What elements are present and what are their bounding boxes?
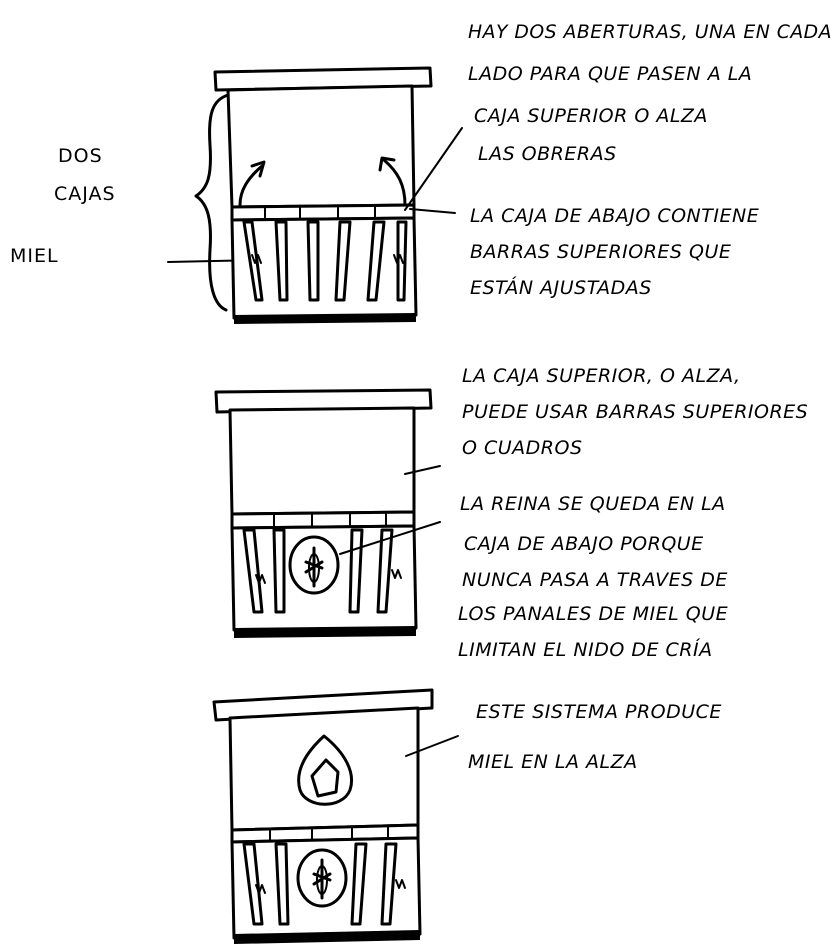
note-line: LA CAJA SUPERIOR, O ALZA, [462,365,740,387]
curly-brace [194,93,230,312]
bee-passage-arrow-left [238,164,264,207]
note-lower-box: LA CAJA DE ABAJO CONTIENE BARRAS SUPERIO… [470,205,759,299]
note-line: BARRAS SUPERIORES QUE [470,241,731,263]
label-dos: DOS [58,145,103,167]
hive2-base [234,626,416,638]
bee-passage-arrow-right [382,158,407,207]
note-line: NUNCA PASA A TRAVES DE [462,569,728,591]
hive2-lid [214,388,433,414]
hive1-combs [242,220,408,302]
hive3-base [234,930,420,944]
hive1-lid [213,66,433,92]
label-cajas: CAJAS [54,183,116,205]
note-honey-production: ESTE SISTEMA PRODUCE MIEL EN LA ALZA [468,701,722,773]
arrowhead-right [378,156,396,172]
note-super: LA CAJA SUPERIOR, O ALZA, PUEDE USAR BAR… [462,365,808,459]
pointer-line [409,208,456,214]
note-line: ESTE SISTEMA PRODUCE [476,701,722,723]
hive1-super [226,84,416,209]
hive-3 [212,688,434,944]
note-line: O CUADROS [462,437,583,459]
note-line: LOS PANALES DE MIEL QUE [458,603,728,625]
hive3-combs [242,842,398,926]
pointer-line [339,521,441,555]
honey-mark [395,879,406,889]
note-line: LIMITAN EL NIDO DE CRÍA [458,638,713,661]
honey-mark [255,574,266,584]
hive2-super [228,406,416,516]
hive1-brood-box [230,216,418,320]
note-line: MIEL EN LA ALZA [468,751,638,773]
note-line: LADO PARA QUE PASEN A LA [468,63,752,85]
note-line: PUEDE USAR BARRAS SUPERIORES [462,401,808,423]
note-queen: LA REINA SE QUEDA EN LA CAJA DE ABAJO PO… [458,493,728,661]
honey-mark [255,884,266,894]
note-line: HAY DOS ABERTURAS, UNA EN CADA [468,21,832,43]
honey-mark [391,569,402,579]
note-line: LA REINA SE QUEDA EN LA [460,493,726,515]
arrowhead-left [250,160,266,178]
hive1-base [234,313,416,324]
note-line: CAJA SUPERIOR O ALZA [474,105,708,127]
honey-cell-icon [310,758,340,798]
note-openings: HAY DOS ABERTURAS, UNA EN CADA LADO PARA… [468,21,832,165]
pointer-line [405,735,459,757]
hive2-combs [242,528,394,614]
pointer-line [404,127,463,211]
note-line: LA CAJA DE ABAJO CONTIENE [470,205,759,227]
pointer-line [404,465,441,475]
note-line: LAS OBRERAS [478,143,617,165]
honey-mark [251,254,262,264]
note-line: ESTÁN AJUSTADAS [470,276,652,299]
hive3-lid [212,688,434,722]
queen-body [308,553,320,583]
honey-drop-icon [297,734,353,806]
queen-body [316,865,328,895]
label-miel: MIEL [10,245,59,267]
hive-1 [213,66,433,324]
honey-mark [393,254,404,264]
hive-2 [214,388,433,638]
note-line: CAJA DE ABAJO PORQUE [464,533,704,555]
